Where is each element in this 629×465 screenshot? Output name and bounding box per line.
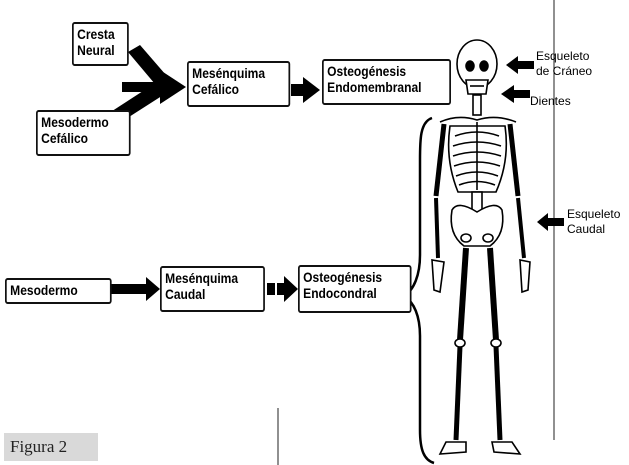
label-esqueleto-caudal-line2: Caudal (567, 222, 620, 237)
box-cresta-neural-line1: Cresta (77, 26, 123, 42)
box-mesodermo-cefalico-line1: Mesodermo (41, 114, 125, 130)
box-osteogenesis-endomembranal: Osteogénesis Endomembranal (322, 59, 451, 105)
box-mesenquima-caudal-line2: Caudal (165, 286, 260, 302)
arrow-esqueleto-craneo (506, 56, 534, 74)
arrow-caudal-to-endocondral (267, 276, 298, 302)
box-mesenquima-caudal: Mesénquima Caudal (160, 266, 265, 312)
box-mesodermo-cefalico-line2: Cefálico (41, 130, 125, 146)
box-osteogenesis-endomembranal-line1: Osteogénesis (327, 63, 446, 79)
label-esqueleto-craneo: Esqueleto de Cráneo (536, 49, 592, 79)
box-osteogenesis-endocondral-line1: Osteogénesis (303, 269, 406, 285)
box-mesenquima-cefalico-line2: Cefálico (192, 81, 285, 97)
box-mesodermo: Mesodermo (5, 278, 112, 304)
arrow-esqueleto-caudal (537, 213, 564, 231)
box-osteogenesis-endomembranal-line2: Endomembranal (327, 79, 446, 95)
arrow-mesodermo-to-caudal (111, 277, 160, 301)
box-osteogenesis-endocondral-line2: Endocondral (303, 285, 406, 301)
box-mesodermo-line1: Mesodermo (10, 282, 106, 298)
figure-caption: Figura 2 (4, 433, 98, 461)
label-esqueleto-craneo-line2: de Cráneo (536, 64, 592, 79)
arrow-dientes (501, 85, 530, 103)
box-mesenquima-caudal-line1: Mesénquima (165, 270, 260, 286)
label-esqueleto-caudal-line1: Esqueleto (567, 207, 620, 222)
label-esqueleto-craneo-line1: Esqueleto (536, 49, 592, 64)
label-dientes: Dientes (530, 94, 571, 109)
label-esqueleto-caudal: Esqueleto Caudal (567, 207, 620, 237)
box-mesenquima-cefalico-line1: Mesénquima (192, 65, 285, 81)
box-mesodermo-cefalico: Mesodermo Cefálico (36, 110, 131, 156)
box-cresta-neural: Cresta Neural (72, 22, 129, 66)
arrow-cefalico-to-endomembranal (291, 77, 320, 103)
box-mesenquima-cefalico: Mesénquima Cefálico (187, 61, 290, 107)
box-cresta-neural-line2: Neural (77, 42, 123, 58)
box-osteogenesis-endocondral: Osteogénesis Endocondral (298, 265, 412, 313)
